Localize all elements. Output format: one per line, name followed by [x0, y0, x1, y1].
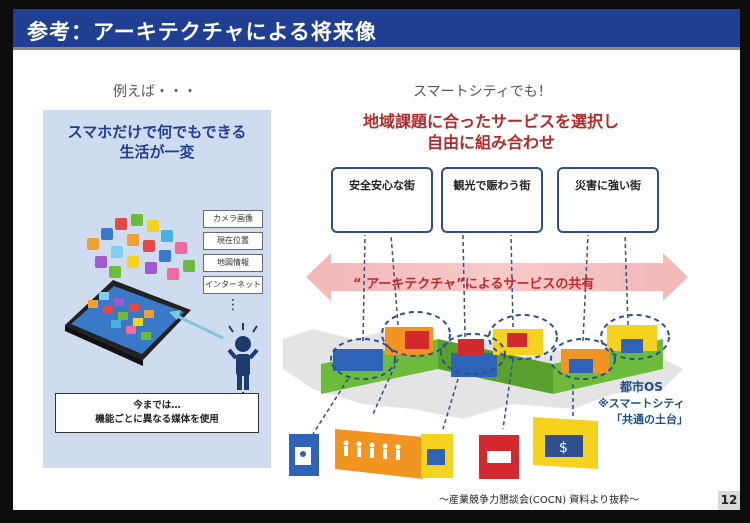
function-tags: カメラ画像 現在位置 地図情報 インターネット ⋮	[203, 210, 263, 312]
title-bar: 参考：アーキテクチャによる将来像	[13, 9, 740, 47]
service-block-blue	[289, 434, 319, 476]
service-block-red	[479, 435, 519, 479]
tag-map: 地図情報	[203, 254, 263, 272]
svg-text:$: $	[559, 440, 568, 456]
title-divider	[13, 47, 740, 50]
service-tourism-label: 観光で賑わう街	[453, 179, 531, 192]
slide: 参考：アーキテクチャによる将来像 例えば・・・ スマートシティでも！ スマホだけ…	[13, 9, 740, 510]
city-os-label: 都市OS	[620, 380, 663, 394]
service-tourism: 観光で賑わう街	[441, 167, 543, 233]
selection-rings	[330, 311, 670, 380]
smartphone-headline-line2: 生活が一変	[119, 143, 195, 161]
smartcity-headline: 地域課題に合ったサービスを選択し 自由に組み合わせ	[331, 111, 651, 153]
smartphone-panel: スマホだけで何でもできる 生活が一変	[43, 110, 271, 468]
smartphone-headline: スマホだけで何でもできる 生活が一変	[43, 122, 271, 162]
tags-more: ⋮	[226, 297, 240, 313]
smartphone-illustration	[65, 214, 259, 402]
note-line2: 機能ごとに異なる媒体を使用	[95, 414, 219, 425]
tag-internet: インターネット	[203, 276, 263, 294]
service-links	[362, 234, 629, 342]
smartphone-headline-line1: スマホだけで何でもできる	[67, 123, 247, 141]
architecture-banner-text: “ アーキテクチャ”によるサービスの共有	[353, 277, 595, 292]
service-block-yellow	[421, 434, 453, 478]
page-number: 12	[718, 491, 740, 510]
app-icons	[87, 214, 195, 280]
person-icon	[227, 323, 259, 390]
service-safety-label: 安全安心な街	[349, 179, 415, 192]
left-caption: 例えば・・・	[113, 84, 197, 100]
smartcity-headline-line2: 自由に組み合わせ	[426, 133, 555, 152]
smartcity-headline-line1: 地域課題に合ったサービスを選択し	[362, 112, 619, 131]
tag-location: 現在位置	[203, 232, 263, 250]
service-block-orange	[335, 429, 423, 479]
right-caption: スマートシティでも！	[413, 84, 552, 100]
arrow-to-phone	[174, 313, 224, 340]
service-disaster-label: 災害に強い街	[575, 179, 641, 192]
banner-arrow	[306, 253, 688, 301]
block-links	[312, 358, 574, 435]
city-os-foundation: 「共通の土台」	[611, 413, 688, 426]
city-os-note: ※スマートシティ	[598, 397, 685, 410]
note-line1: 今までは…	[133, 400, 181, 411]
service-disaster: 災害に強い街	[557, 167, 659, 233]
service-safety: 安全安心な街	[331, 167, 433, 233]
page-title: 参考：アーキテクチャによる将来像	[27, 20, 377, 44]
smartphone-icon	[65, 280, 191, 366]
note-box: 今までは… 機能ごとに異なる媒体を使用	[55, 393, 259, 433]
service-block-yellow-large: $	[533, 417, 598, 469]
smartcity-illustration: ♪	[283, 194, 688, 479]
source-citation: ～産業競争力懇談会(COCN) 資料より抜粋～	[439, 495, 640, 506]
tag-camera: カメラ画像	[203, 210, 263, 228]
